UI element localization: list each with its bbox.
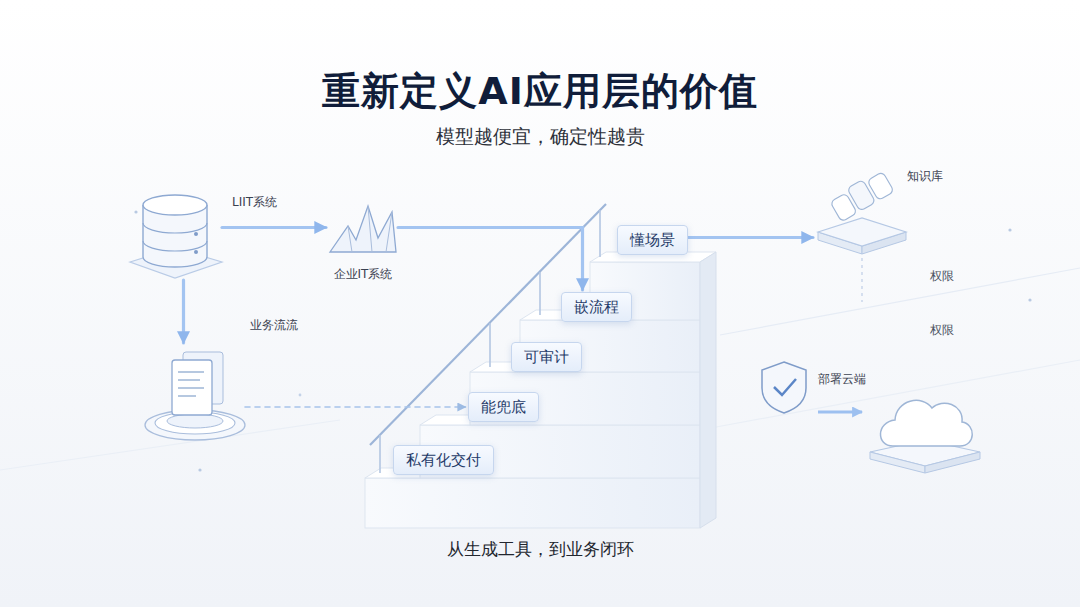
knowledge-base-node: 知识库 [815,165,910,250]
cloud-icon [870,452,925,473]
document-icon [172,360,212,415]
shield-icon [762,362,806,413]
stair-step-tag: 私有化交付 [393,445,494,475]
background [299,394,302,397]
database-icon [143,195,207,215]
knowledge-base-icon [867,172,894,201]
stair-step-tag: 嵌流程 [561,292,632,322]
node-text: 懂场景 [630,231,675,249]
node-text: LIIT系统 [232,195,277,209]
shield-icon [774,379,796,395]
background [1028,298,1031,301]
handrail [370,204,606,473]
deploy-arrow [818,412,862,413]
stair-step-tag: 能兜底 [468,392,539,422]
diagram-title: 重新定义AI应用层的价值 [0,66,1080,117]
flow-arrow [182,280,185,343]
cloud-icon [870,400,980,473]
database-icon [130,195,222,278]
deploy-node: 部署云端 [760,360,808,413]
stair-step-tag: 懂场景 [617,225,688,255]
document-icon [178,372,204,396]
cloud-icon [880,400,972,446]
permission-label: 权限 [930,322,954,339]
workflow-node: 业务流流 [145,345,245,445]
background [720,268,1080,335]
node-text: 能兜底 [481,398,526,416]
diagram-caption: 从生成工具，到业务闭环 [0,538,1080,561]
database-icon [194,250,198,254]
stair-step-tag: 可审计 [511,342,582,372]
handrail [380,210,600,473]
knowledge-base-icon [818,218,906,246]
knowledge-base-icon [828,169,894,222]
node-text: 部署云端 [818,372,866,386]
it-system-icon [330,206,396,252]
background [1008,228,1011,231]
database-icon [194,232,198,236]
shield-icon [762,362,806,413]
handrail [370,204,606,445]
cloud-icon [925,452,980,473]
permission-label: 权限 [930,268,954,285]
database-node: LIIT系统 [132,195,222,280]
flow-arrow [398,228,583,291]
node-text: 可审计 [524,348,569,366]
flow-arrow [222,226,326,229]
it-system-icon [348,206,392,252]
staircase [700,252,716,528]
node-text: 业务流流 [250,318,298,332]
node-text: 私有化交付 [406,451,481,469]
deploy-arrow [818,411,862,414]
background [134,210,137,213]
knowledge-base-icon [861,258,862,302]
node-text: 嵌流程 [574,298,619,316]
it-system-icon [330,206,396,252]
flow-arrow [688,236,814,239]
background [700,360,1080,430]
knowledge-base-icon [818,169,906,302]
document-icon [145,352,245,440]
node-text: 企业IT系统 [334,267,393,281]
database-icon [143,223,207,251]
node-text: 知识库 [907,169,943,183]
flow-arrow [245,406,466,408]
it-system-node: 企业IT系统 [328,200,398,255]
background [198,468,201,471]
document-icon [167,414,223,428]
staircase [365,478,700,528]
subtitle: 模型越便宜，确定性越贵 [0,124,1080,150]
